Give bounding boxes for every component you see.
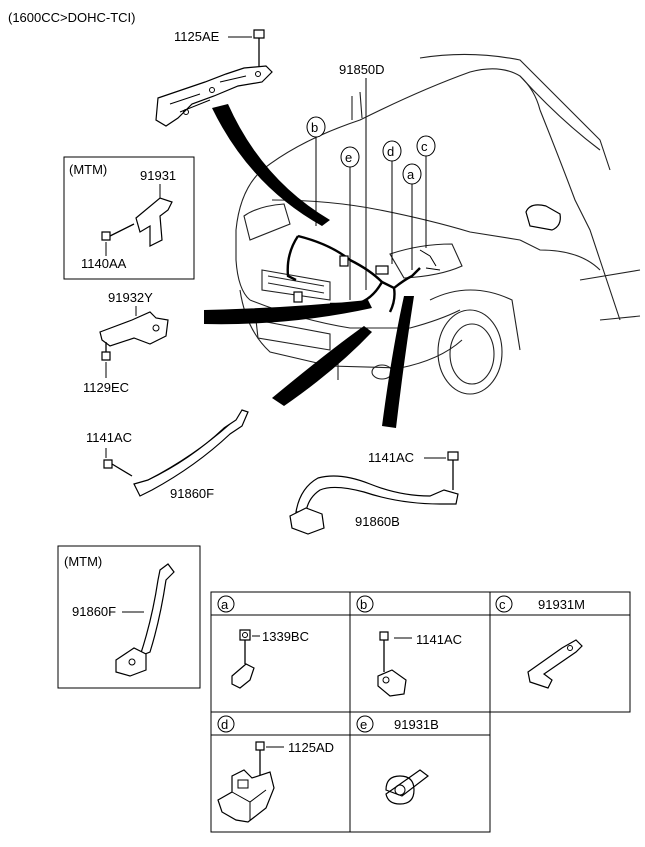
detail-c-part: 91931M [538, 597, 585, 612]
svg-text:b: b [311, 120, 318, 135]
bolt-icon [379, 631, 389, 672]
clip-a [231, 663, 255, 689]
connector-bracket-d [217, 769, 275, 823]
svg-text:d: d [387, 144, 394, 159]
engine-note: (1600CC>DOHC-TCI) [8, 10, 136, 25]
svg-text:c: c [421, 139, 428, 154]
callout-a: a [402, 163, 422, 270]
callout-c: c [416, 135, 436, 248]
nut-icon [239, 629, 251, 641]
leader-band-lower [272, 326, 372, 406]
svg-text:a: a [407, 167, 415, 182]
part-label-1141AC-left: 1141AC [86, 430, 132, 445]
callout-e: e [340, 146, 360, 300]
detail-a-part: 1339BC [262, 629, 309, 644]
mtm-box-bottom [57, 545, 201, 689]
leader-band-top [212, 104, 330, 226]
detail-cell-a: a 1339BC [217, 595, 309, 689]
svg-text:d: d [221, 717, 228, 732]
front-wheel [437, 309, 503, 395]
part-label-1141AC-right: 1141AC [368, 450, 414, 465]
cable-91860F-mtm [139, 563, 175, 658]
part-label-91932Y: 91932Y [108, 290, 153, 305]
battery-terminal [289, 507, 325, 535]
mtm-label-top: (MTM) [69, 162, 107, 177]
bolt-icon [101, 223, 135, 241]
svg-text:c: c [499, 597, 506, 612]
clip-91931B [385, 769, 429, 805]
mtm-box-top [63, 156, 195, 280]
part-1125AE-group: 1125AE [155, 29, 273, 127]
callout-d: d [382, 140, 402, 264]
bracket-91932Y [99, 311, 169, 347]
part-label-1125AE: 1125AE [174, 29, 220, 44]
mtm-label-bottom: (MTM) [64, 554, 102, 569]
detail-table: a 1339BC b 1141AC c [210, 591, 631, 833]
bracket-91931 [135, 197, 173, 247]
detail-cell-b: b 1141AC [356, 595, 462, 697]
part-label-1129EC: 1129EC [83, 380, 129, 395]
detail-e-part: 91931B [394, 717, 439, 732]
bolt-icon [255, 741, 265, 778]
detail-cell-d: d 1125AD [217, 715, 334, 823]
detail-cell-c: c 91931M [495, 595, 585, 689]
bolt-icon [447, 451, 459, 490]
callout-b: b [306, 116, 326, 226]
part-label-91860F-main: 91860F [170, 486, 214, 501]
side-mirror [525, 204, 561, 231]
part-label-91860B: 91860B [355, 514, 400, 529]
bolt-icon [103, 459, 133, 477]
cable-91860B [295, 475, 459, 513]
bolt-icon [101, 342, 111, 361]
part-label-91850D: 91850D [339, 62, 385, 77]
terminal-91860F-mtm [115, 647, 147, 677]
bracket-91931M [527, 639, 583, 689]
part-label-91860F-mtm: 91860F [72, 604, 116, 619]
svg-text:e: e [360, 717, 367, 732]
leader-band-left [204, 300, 372, 325]
svg-text:e: e [345, 150, 352, 165]
svg-text:a: a [221, 597, 229, 612]
part-label-1140AA: 1140AA [81, 256, 127, 271]
bolt-icon [253, 29, 265, 72]
bracket-1125AE [155, 65, 273, 127]
leader-band-right [382, 296, 414, 428]
cable-91860F [133, 409, 249, 497]
detail-cell-e: e 91931B [356, 715, 439, 805]
engine-harness [286, 234, 421, 313]
svg-text:b: b [360, 597, 367, 612]
terminal-b [377, 669, 407, 697]
part-label-91931: 91931 [140, 168, 176, 183]
detail-d-part: 1125AD [288, 740, 334, 755]
detail-b-part: 1141AC [416, 632, 462, 647]
vehicle-outline [235, 53, 641, 395]
